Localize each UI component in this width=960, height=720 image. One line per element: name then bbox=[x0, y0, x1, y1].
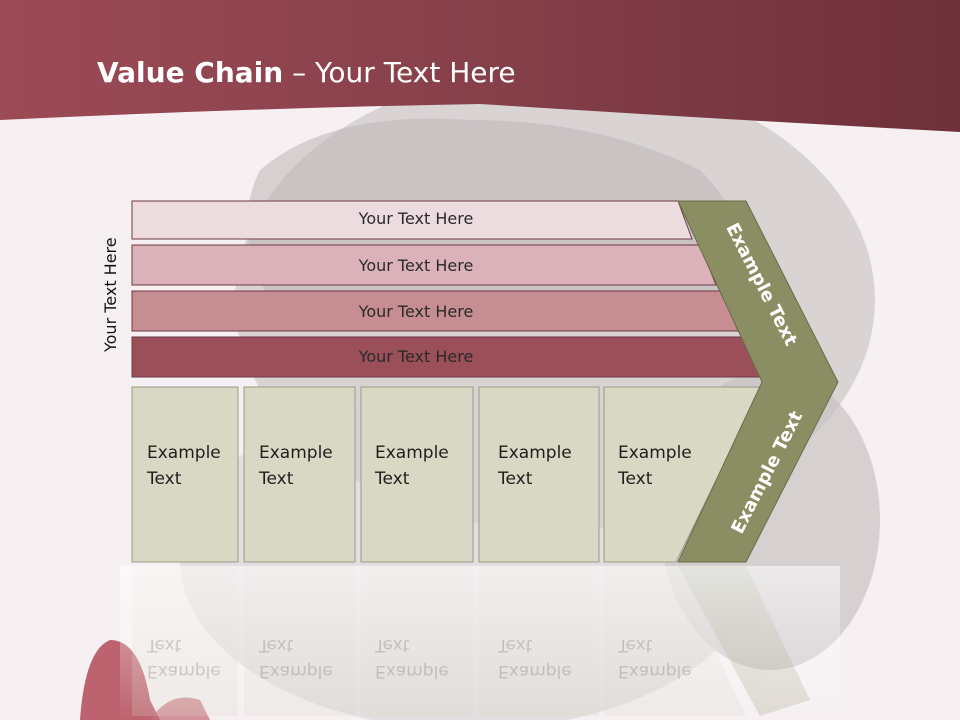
primary-box-3 bbox=[360, 386, 474, 563]
support-bar-2-label: Your Text Here bbox=[358, 256, 474, 275]
title-rest: – Your Text Here bbox=[283, 56, 516, 89]
support-bar-4-label: Your Text Here bbox=[358, 347, 474, 366]
side-label: Your Text Here bbox=[101, 237, 120, 352]
support-bar-3-label: Your Text Here bbox=[358, 302, 474, 321]
primary-box-1 bbox=[131, 386, 239, 563]
reflection-fade bbox=[120, 566, 840, 720]
margin-chevron bbox=[677, 200, 839, 563]
header-band bbox=[0, 0, 960, 132]
primary-box-4 bbox=[478, 386, 600, 563]
primary-box-2 bbox=[243, 386, 356, 563]
primary-box-5 bbox=[603, 386, 763, 563]
slide-title: Value Chain – Your Text Here bbox=[97, 56, 516, 89]
support-bar-2 bbox=[131, 244, 717, 286]
title-bold: Value Chain bbox=[97, 56, 284, 89]
support-bar-1-label: Your Text Here bbox=[358, 209, 474, 228]
support-bar-1 bbox=[131, 200, 693, 240]
